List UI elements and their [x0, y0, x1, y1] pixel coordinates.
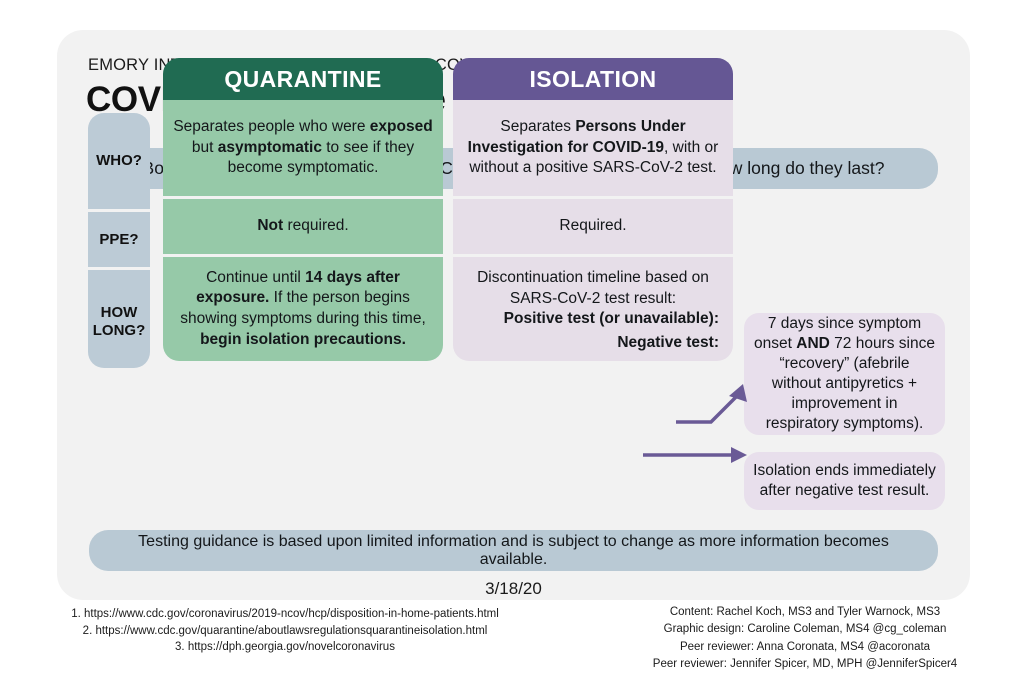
row-label-how-long-line1: HOW — [100, 304, 138, 322]
column-isolation: ISOLATION Separates Persons Under Invest… — [453, 58, 733, 361]
cell-divider — [163, 196, 443, 199]
cell-quarantine-who: Separates people who were exposed but as… — [173, 118, 433, 177]
footnote-list: 1. https://www.cdc.gov/coronavirus/2019-… — [45, 606, 525, 656]
arrow-line-positive — [676, 392, 741, 424]
footnote-item: 2. https://www.cdc.gov/quarantine/aboutl… — [82, 624, 488, 637]
credit-item: Peer reviewer: Anna Coronata, MS4 @acoro… — [679, 640, 931, 653]
main-card: EMORY INTERNAL MEDICINE RESIDENCY: COVID… — [57, 30, 970, 600]
cell-isolation-ppe: Required. — [559, 217, 627, 235]
column-heading-isolation: ISOLATION — [453, 58, 733, 100]
column-quarantine: QUARANTINE Separates people who were exp… — [163, 58, 443, 361]
column-body-isolation: Separates Persons Under Investigation fo… — [453, 100, 733, 361]
row-label-how-long: HOW LONG? — [88, 270, 150, 368]
credit-item: Peer reviewer: Jennifer Spicer, MD, MPH … — [652, 657, 958, 670]
row-divider — [88, 209, 150, 212]
credit-item: Graphic design: Caroline Coleman, MS4 @c… — [663, 623, 947, 636]
credit-item: Content: Rachel Koch, MS3 and Tyler Warn… — [669, 606, 941, 618]
date-label: 3/18/20 — [485, 579, 542, 598]
footnote-item: 3. https://dph.georgia.gov/novelcoronavi… — [175, 641, 395, 654]
cell-quarantine-ppe: Not required. — [257, 217, 349, 235]
credits-list: Content: Rachel Koch, MS3 and Tyler Warn… — [640, 604, 970, 673]
positive-test-label: Positive test (or unavailable): — [503, 310, 719, 328]
row-label-who: WHO? — [96, 152, 142, 170]
row-label-column: WHO? PPE? HOW LONG? — [88, 113, 150, 368]
row-label-ppe: PPE? — [99, 230, 139, 248]
row-divider — [88, 267, 150, 270]
footnote-item: 1. https://www.cdc.gov/coronavirus/2019-… — [71, 608, 499, 620]
column-body-quarantine: Separates people who were exposed but as… — [163, 100, 443, 361]
cell-isolation-how-long: Discontinuation timeline based on SARS-C… — [453, 257, 733, 361]
cell-divider — [163, 254, 443, 257]
cell-quarantine-how-long: Continue until 14 days after exposure. I… — [180, 268, 426, 348]
discontinuation-intro: Discontinuation timeline based on SARS-C… — [477, 269, 709, 307]
negative-test-callout: Isolation ends immediately after negativ… — [744, 452, 945, 510]
cell-divider — [453, 254, 733, 257]
column-heading-quarantine: QUARANTINE — [163, 58, 443, 100]
cell-isolation-who: Separates Persons Under Investigation fo… — [467, 118, 719, 177]
negative-test-label: Negative test: — [617, 333, 719, 351]
row-label-how-long-line2: LONG? — [92, 322, 146, 339]
positive-test-callout: 7 days since symptom onset AND 72 hours … — [744, 313, 945, 435]
cell-divider — [453, 196, 733, 199]
disclaimer-banner: Testing guidance is based upon limited i… — [89, 530, 938, 571]
